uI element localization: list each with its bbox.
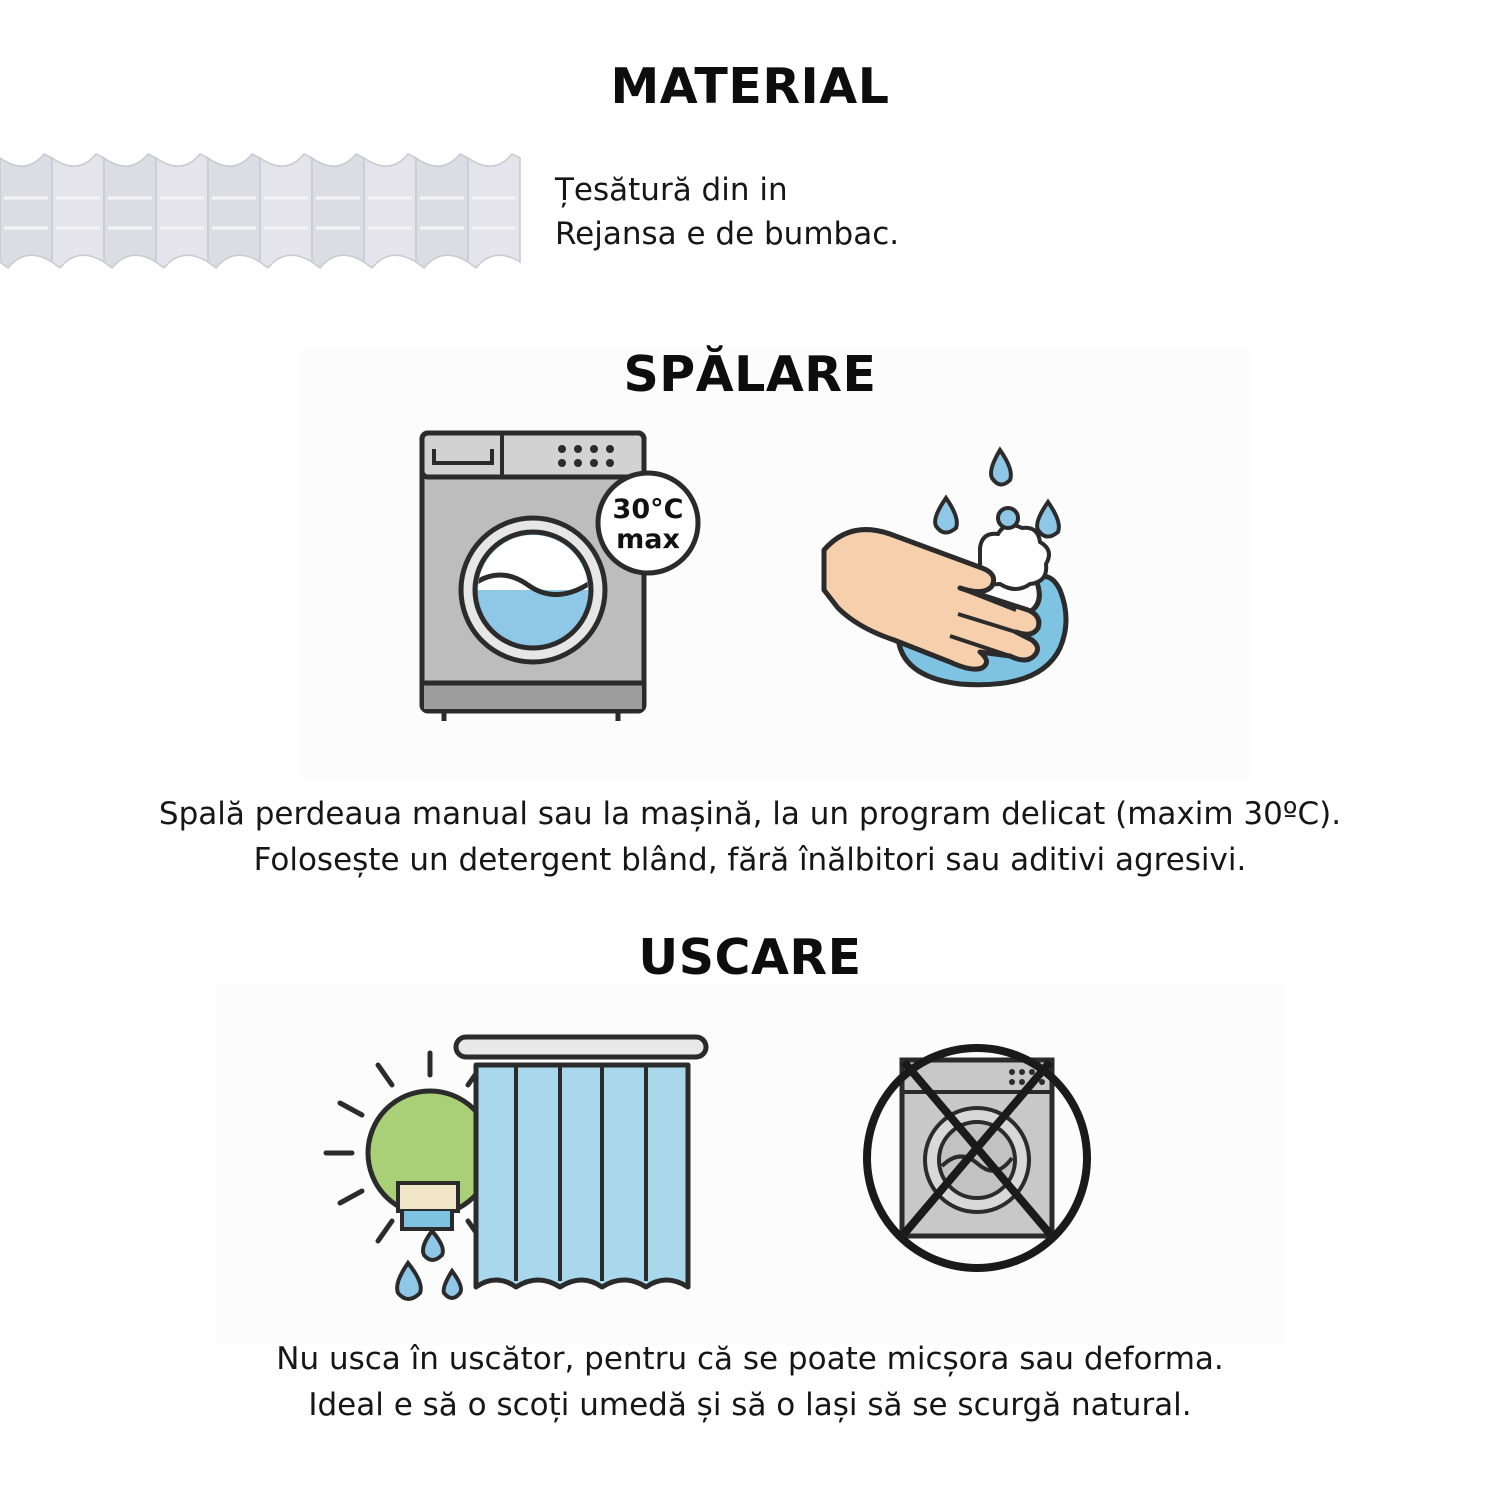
washing-line-2: Folosește un detergent blând, fără înălb…: [253, 842, 1247, 878]
material-line-1: Țesătură din in: [555, 172, 788, 208]
drying-line-2: Ideal e să o scoți umedă și să o lași să…: [308, 1387, 1192, 1423]
washing-title: SPĂLARE: [623, 346, 877, 403]
tape-pleat: [207, 153, 261, 270]
washing-instructions: Spală perdeaua manual sau la mașină, la …: [0, 791, 1500, 883]
tape-pleat: [467, 153, 521, 270]
tape-pleat: [103, 153, 157, 270]
pleat-tape-icon: [0, 150, 525, 270]
tape-pleat: [363, 153, 417, 270]
tape-pleat: [0, 153, 53, 270]
tape-pleat: [51, 153, 105, 270]
drying-instructions: Nu usca în uscător, pentru că se poate m…: [0, 1336, 1500, 1428]
hand-wash-icon: [810, 440, 1090, 700]
badge-temperature: 30°C: [613, 494, 684, 525]
material-title: MATERIAL: [610, 58, 890, 115]
washing-machine-30c-icon: 30°C max: [410, 425, 710, 725]
tape-pleat: [311, 153, 365, 270]
tape-pleat: [259, 153, 313, 270]
drying-title: USCARE: [638, 929, 862, 986]
badge-max: max: [616, 524, 680, 555]
no-tumble-dryer-icon: [860, 1040, 1100, 1280]
drying-line-1: Nu usca în uscător, pentru că se poate m…: [276, 1341, 1224, 1377]
hang-dry-curtain-icon: [320, 1025, 720, 1325]
material-line-2: Rejansa e de bumbac.: [555, 216, 900, 252]
washing-line-1: Spală perdeaua manual sau la mașină, la …: [158, 796, 1342, 832]
tape-pleat: [415, 153, 469, 270]
material-description: Țesătură din in Rejansa e de bumbac.: [555, 168, 899, 256]
tape-pleat: [155, 153, 209, 270]
